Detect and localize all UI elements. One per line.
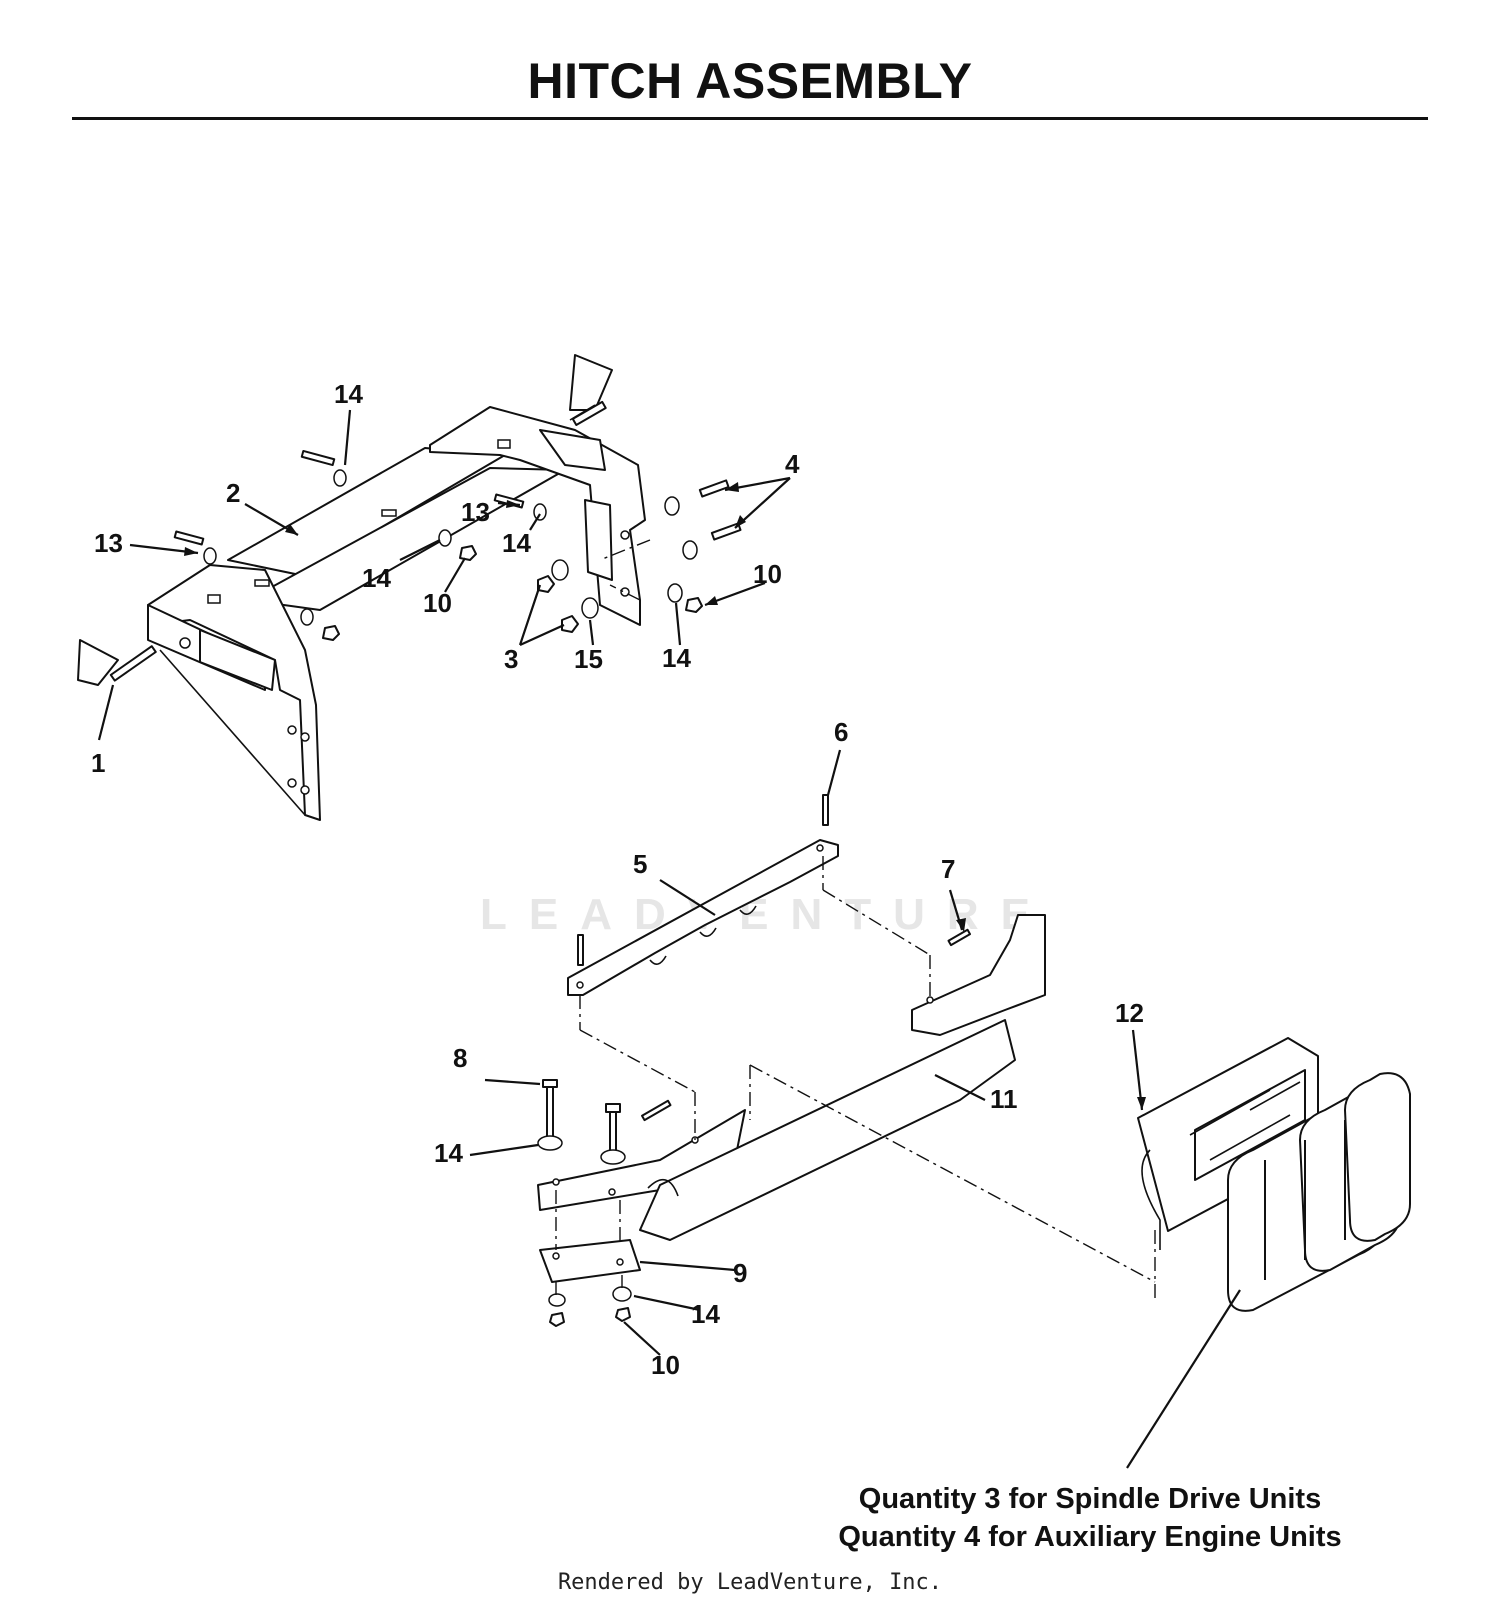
title-underline <box>72 117 1428 120</box>
callout-15: 15 <box>574 644 603 674</box>
callout-12: 12 <box>1115 998 1144 1028</box>
callout-8: 8 <box>453 1043 467 1073</box>
callout-9: 9 <box>733 1258 747 1288</box>
callout-14-right: 14 <box>662 643 691 673</box>
hitch-frame <box>147 406 646 821</box>
callout-labels: 1 2 13 14 14 10 13 14 3 15 4 10 14 6 5 7… <box>91 379 1144 1380</box>
hitch-pin-right <box>569 354 613 426</box>
quantity-note-line-2: Quantity 4 for Auxiliary Engine Units <box>838 1521 1342 1553</box>
callout-10-mid: 10 <box>423 588 452 618</box>
leader-arrowheads <box>184 482 1146 1110</box>
callout-14-center: 14 <box>502 528 531 558</box>
callout-7: 7 <box>941 854 955 884</box>
callout-10-right: 10 <box>753 559 782 589</box>
callout-1: 1 <box>91 748 105 778</box>
callout-14-lower-right: 14 <box>691 1299 720 1329</box>
callout-14-lower-left: 14 <box>434 1138 463 1168</box>
callout-14-top: 14 <box>334 379 363 409</box>
callout-6: 6 <box>834 717 848 747</box>
hardware-lower <box>537 928 972 1327</box>
render-credit: Rendered by LeadVenture, Inc. <box>557 1570 943 1595</box>
callout-13-right: 13 <box>461 497 490 527</box>
quantity-note: Quantity 3 for Spindle Drive Units Quant… <box>780 1480 1400 1556</box>
callout-3: 3 <box>504 644 518 674</box>
quantity-note-line-1: Quantity 3 for Spindle Drive Units <box>858 1483 1322 1515</box>
assembly-centerlines <box>555 856 1156 1300</box>
callout-14-mid: 14 <box>362 563 391 593</box>
weight-bar <box>537 914 1046 1241</box>
clamp-plate <box>539 1239 641 1283</box>
diagram-title: HITCH ASSEMBLY <box>527 53 973 109</box>
callout-4: 4 <box>785 449 800 479</box>
hitch-pin-left <box>77 639 157 686</box>
callout-11: 11 <box>990 1084 1018 1114</box>
callout-13-left: 13 <box>94 528 123 558</box>
callout-10-lower: 10 <box>651 1350 680 1380</box>
weight-bracket <box>567 794 839 996</box>
callout-2: 2 <box>226 478 240 508</box>
suitcase-weights <box>1137 1037 1411 1312</box>
callout-5: 5 <box>633 849 647 879</box>
